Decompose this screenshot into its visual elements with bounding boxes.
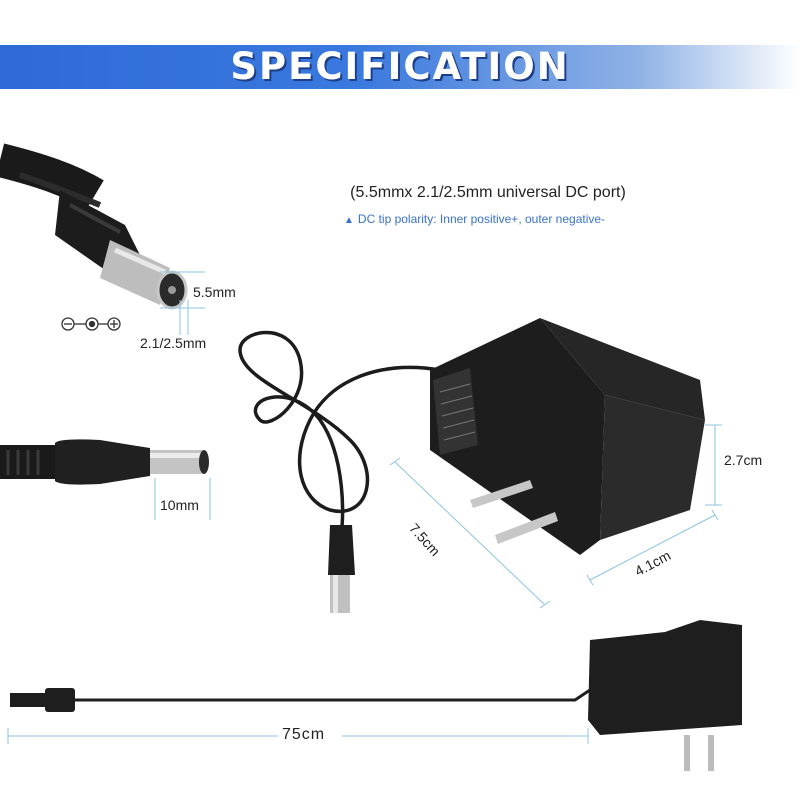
outer-diameter-label: 5.5mm [193, 284, 236, 300]
page-title: SPECIFICATION [230, 45, 570, 88]
polarity-symbol [61, 317, 121, 331]
inner-diameter-label: 2.1/2.5mm [140, 335, 207, 351]
adapter-dimension-lines [389, 424, 722, 609]
tip-dimension-lines [154, 478, 211, 520]
dc-plug-closeup-image [0, 143, 188, 310]
tip-length-label: 10mm [160, 497, 199, 513]
adapter-body-image [430, 318, 705, 555]
cable-length-image [10, 620, 742, 771]
cable-length-label: 75cm [282, 726, 326, 743]
cable-dimension-line [7, 728, 589, 744]
adapter-height-label: 2.7cm [724, 452, 763, 468]
header-banner [0, 45, 800, 89]
port-dimension-lines [160, 271, 205, 335]
port-title: (5.5mmx 2.1/2.5mm universal DC port) [350, 184, 626, 201]
polarity-note: ▲DC tip polarity: Inner positive+, outer… [344, 212, 605, 226]
polarity-note-text: DC tip polarity: Inner positive+, outer … [357, 212, 606, 226]
warning-triangle-icon: ▲ [344, 215, 354, 226]
dc-plug-side-image [0, 439, 209, 485]
adapter-with-cable-image [238, 330, 441, 613]
